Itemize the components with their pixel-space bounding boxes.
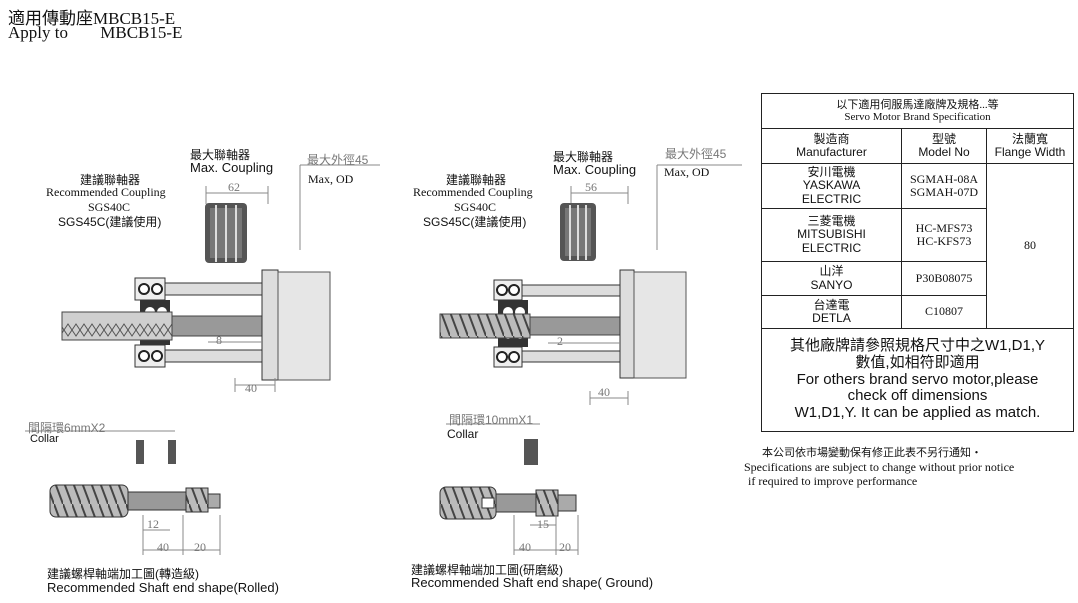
row-name-cn: 山洋 bbox=[819, 264, 844, 279]
row-model: SGMAH-08A bbox=[909, 171, 978, 186]
row-name-cn: 台達電 bbox=[813, 297, 850, 312]
row-model: HC-KFS73 bbox=[916, 234, 972, 248]
left-dim-coupling: 62 bbox=[228, 180, 240, 194]
left-rec-model-2: SGS45C(建議使用) bbox=[58, 215, 162, 229]
footnote-en-2: if required to improve performance bbox=[748, 474, 918, 488]
left-shaft-caption-cn: 建議螺桿軸端加工圖(轉造級) bbox=[47, 567, 199, 581]
right-shaft-caption-cn: 建議螺桿軸端加工圖(研磨級) bbox=[411, 563, 563, 577]
left-rec-coupling-en: Recommended Coupling bbox=[46, 185, 166, 199]
shaft-end-right bbox=[439, 486, 579, 555]
header-manufacturer-en: Manufacturer bbox=[796, 145, 867, 159]
title-model: MBCB15-E bbox=[100, 23, 183, 42]
right-shaft-caption-en: Recommended Shaft end shape( Ground) bbox=[411, 575, 654, 590]
shaft-end-left bbox=[49, 484, 221, 555]
header-model: 型號 Model No bbox=[901, 128, 987, 164]
left-rec-model-1: SGS40C bbox=[88, 200, 131, 214]
table-title-en: Servo Motor Brand Specification bbox=[844, 111, 991, 123]
header-manufacturer-cn: 製造商 bbox=[813, 131, 850, 146]
coupling-right bbox=[560, 203, 596, 261]
row-name-cn: 安川電機 bbox=[807, 165, 856, 180]
left-max-od-en: Max, OD bbox=[308, 172, 354, 186]
table-title-cn: 以下適用伺服馬達廠牌及規格...等 bbox=[836, 98, 999, 111]
table-row: 安川電機 YASKAWA ELECTRIC SGMAH-08A SGMAH-07… bbox=[761, 163, 1074, 329]
left-shaft-caption-en: Recommended Shaft end shape(Rolled) bbox=[47, 580, 279, 595]
right-shaft-dim-b: 40 bbox=[519, 540, 531, 554]
right-rec-coupling-cn: 建議聯軸器 bbox=[446, 173, 507, 187]
servo-spec-table: 以下適用伺服馬達廠牌及規格...等 Servo Motor Brand Spec… bbox=[761, 93, 1074, 432]
note-en-1: For others brand servo motor,please bbox=[796, 370, 1039, 388]
header-flange: 法蘭寬 Flange Width bbox=[986, 128, 1074, 164]
left-collar-cn: 間隔環6mmX2 bbox=[28, 421, 106, 435]
right-rec-model-1: SGS40C bbox=[454, 200, 497, 214]
other-brands-note: 其他廠牌請參照規格尺寸中之W1,D1,Y 數值,如相符即適用 For other… bbox=[761, 328, 1074, 432]
note-en-3: W1,D1,Y. It can be applied as match. bbox=[794, 404, 1041, 422]
coupling-left bbox=[205, 203, 247, 263]
right-max-od-en: Max, OD bbox=[664, 165, 710, 179]
left-dim-length: 40 bbox=[245, 381, 257, 395]
row-model: HC-MFS73 bbox=[915, 220, 973, 235]
right-rec-model-2: SGS45C(建議使用) bbox=[423, 215, 527, 229]
table-row: 山洋 SANYO P30B08075 bbox=[761, 261, 1074, 296]
left-max-coupling-cn: 最大聯軸器 bbox=[190, 148, 251, 162]
table-row: 台達電 DETLA C10807 bbox=[761, 295, 1074, 329]
left-shaft-dim-a: 12 bbox=[147, 517, 159, 531]
row-name-cn: 三菱電機 bbox=[807, 214, 856, 229]
header-manufacturer: 製造商 Manufacturer bbox=[761, 128, 902, 164]
right-max-coupling-cn: 最大聯軸器 bbox=[553, 150, 614, 164]
row-name-en: ELECTRIC bbox=[801, 240, 862, 255]
note-en-2: check off dimensions bbox=[847, 387, 988, 405]
right-shaft-dim-a: 15 bbox=[537, 517, 549, 531]
title-chinese: 適用傳動座MBCB15-E bbox=[8, 9, 176, 28]
footnote-en-1: Specifications are subject to change wit… bbox=[744, 460, 1015, 474]
header-flange-en: Flange Width bbox=[994, 145, 1066, 159]
right-max-coupling-en: Max. Coupling bbox=[553, 162, 637, 177]
header-model-cn: 型號 bbox=[931, 131, 956, 146]
left-assembly-drawing bbox=[61, 164, 380, 392]
right-assembly-drawing bbox=[439, 164, 742, 405]
left-max-coupling-en: Max. Coupling bbox=[190, 160, 274, 175]
footnote-cn: 本公司依市場變動保有修正此表不另行通知・ bbox=[762, 447, 982, 459]
title-english: Apply to MBCB15-E bbox=[8, 23, 182, 43]
note-cn-1: 其他廠牌請參照規格尺寸中之W1,D1,Y bbox=[789, 337, 1046, 354]
row-model: P30B08075 bbox=[915, 270, 973, 285]
row-model: C10807 bbox=[924, 304, 963, 319]
right-dim-coupling: 56 bbox=[585, 180, 597, 194]
row-name-en: SANYO bbox=[810, 277, 853, 292]
right-max-od-cn: 最大外徑45 bbox=[665, 147, 727, 161]
row-name-en: YASKAWA bbox=[802, 178, 861, 193]
right-dim-length: 40 bbox=[598, 385, 610, 399]
right-shaft-dim-c: 20 bbox=[559, 540, 571, 554]
collar-left bbox=[25, 430, 176, 464]
row-model: SGMAH-07D bbox=[909, 185, 978, 199]
right-collar-en: Collar bbox=[447, 427, 479, 441]
header-flange-cn: 法蘭寬 bbox=[1011, 131, 1048, 146]
left-shaft-dim-b: 40 bbox=[157, 540, 169, 554]
collar-right bbox=[446, 423, 540, 465]
left-max-od-cn: 最大外徑45 bbox=[307, 153, 369, 167]
technical-drawings bbox=[25, 164, 742, 555]
left-rec-coupling-cn: 建議聯軸器 bbox=[80, 173, 141, 187]
row-name-en: MITSUBISHI bbox=[797, 227, 866, 242]
left-collar-en: Collar bbox=[30, 433, 59, 445]
title-apply-to: Apply to bbox=[8, 23, 68, 42]
header-model-en: Model No bbox=[918, 145, 970, 159]
left-dim-gap: 8 bbox=[216, 333, 222, 347]
left-shaft-dim-c: 20 bbox=[194, 540, 206, 554]
right-collar-cn: 間隔環10mmX1 bbox=[449, 413, 534, 427]
table-title: 以下適用伺服馬達廠牌及規格...等 Servo Motor Brand Spec… bbox=[761, 93, 1074, 129]
row-name-en: DETLA bbox=[812, 311, 851, 325]
row-name-en: ELECTRIC bbox=[801, 191, 862, 206]
note-cn-2: 數值,如相符即適用 bbox=[855, 353, 980, 371]
right-rec-coupling-en: Recommended Coupling bbox=[413, 185, 533, 199]
right-dim-gap: 2 bbox=[557, 334, 563, 348]
flange-width-value: 80 bbox=[986, 163, 1074, 329]
